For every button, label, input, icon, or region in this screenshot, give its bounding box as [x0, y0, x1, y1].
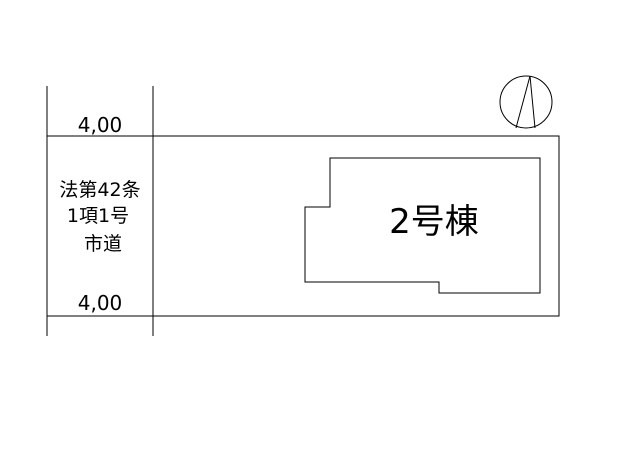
road-class-line-1: 法第42条 [59, 179, 140, 201]
road-class-line-2: 1項1号 [67, 205, 129, 227]
building-label: 2号棟 [389, 202, 479, 242]
lot-boundary [153, 135, 560, 317]
road-class-line-3: 市道 [84, 233, 122, 255]
road-width-label-top: 4,00 [78, 113, 123, 137]
building-footprint [304, 157, 541, 294]
road-width-label-bottom: 4,00 [78, 291, 123, 315]
north-arrow-icon [499, 75, 553, 129]
